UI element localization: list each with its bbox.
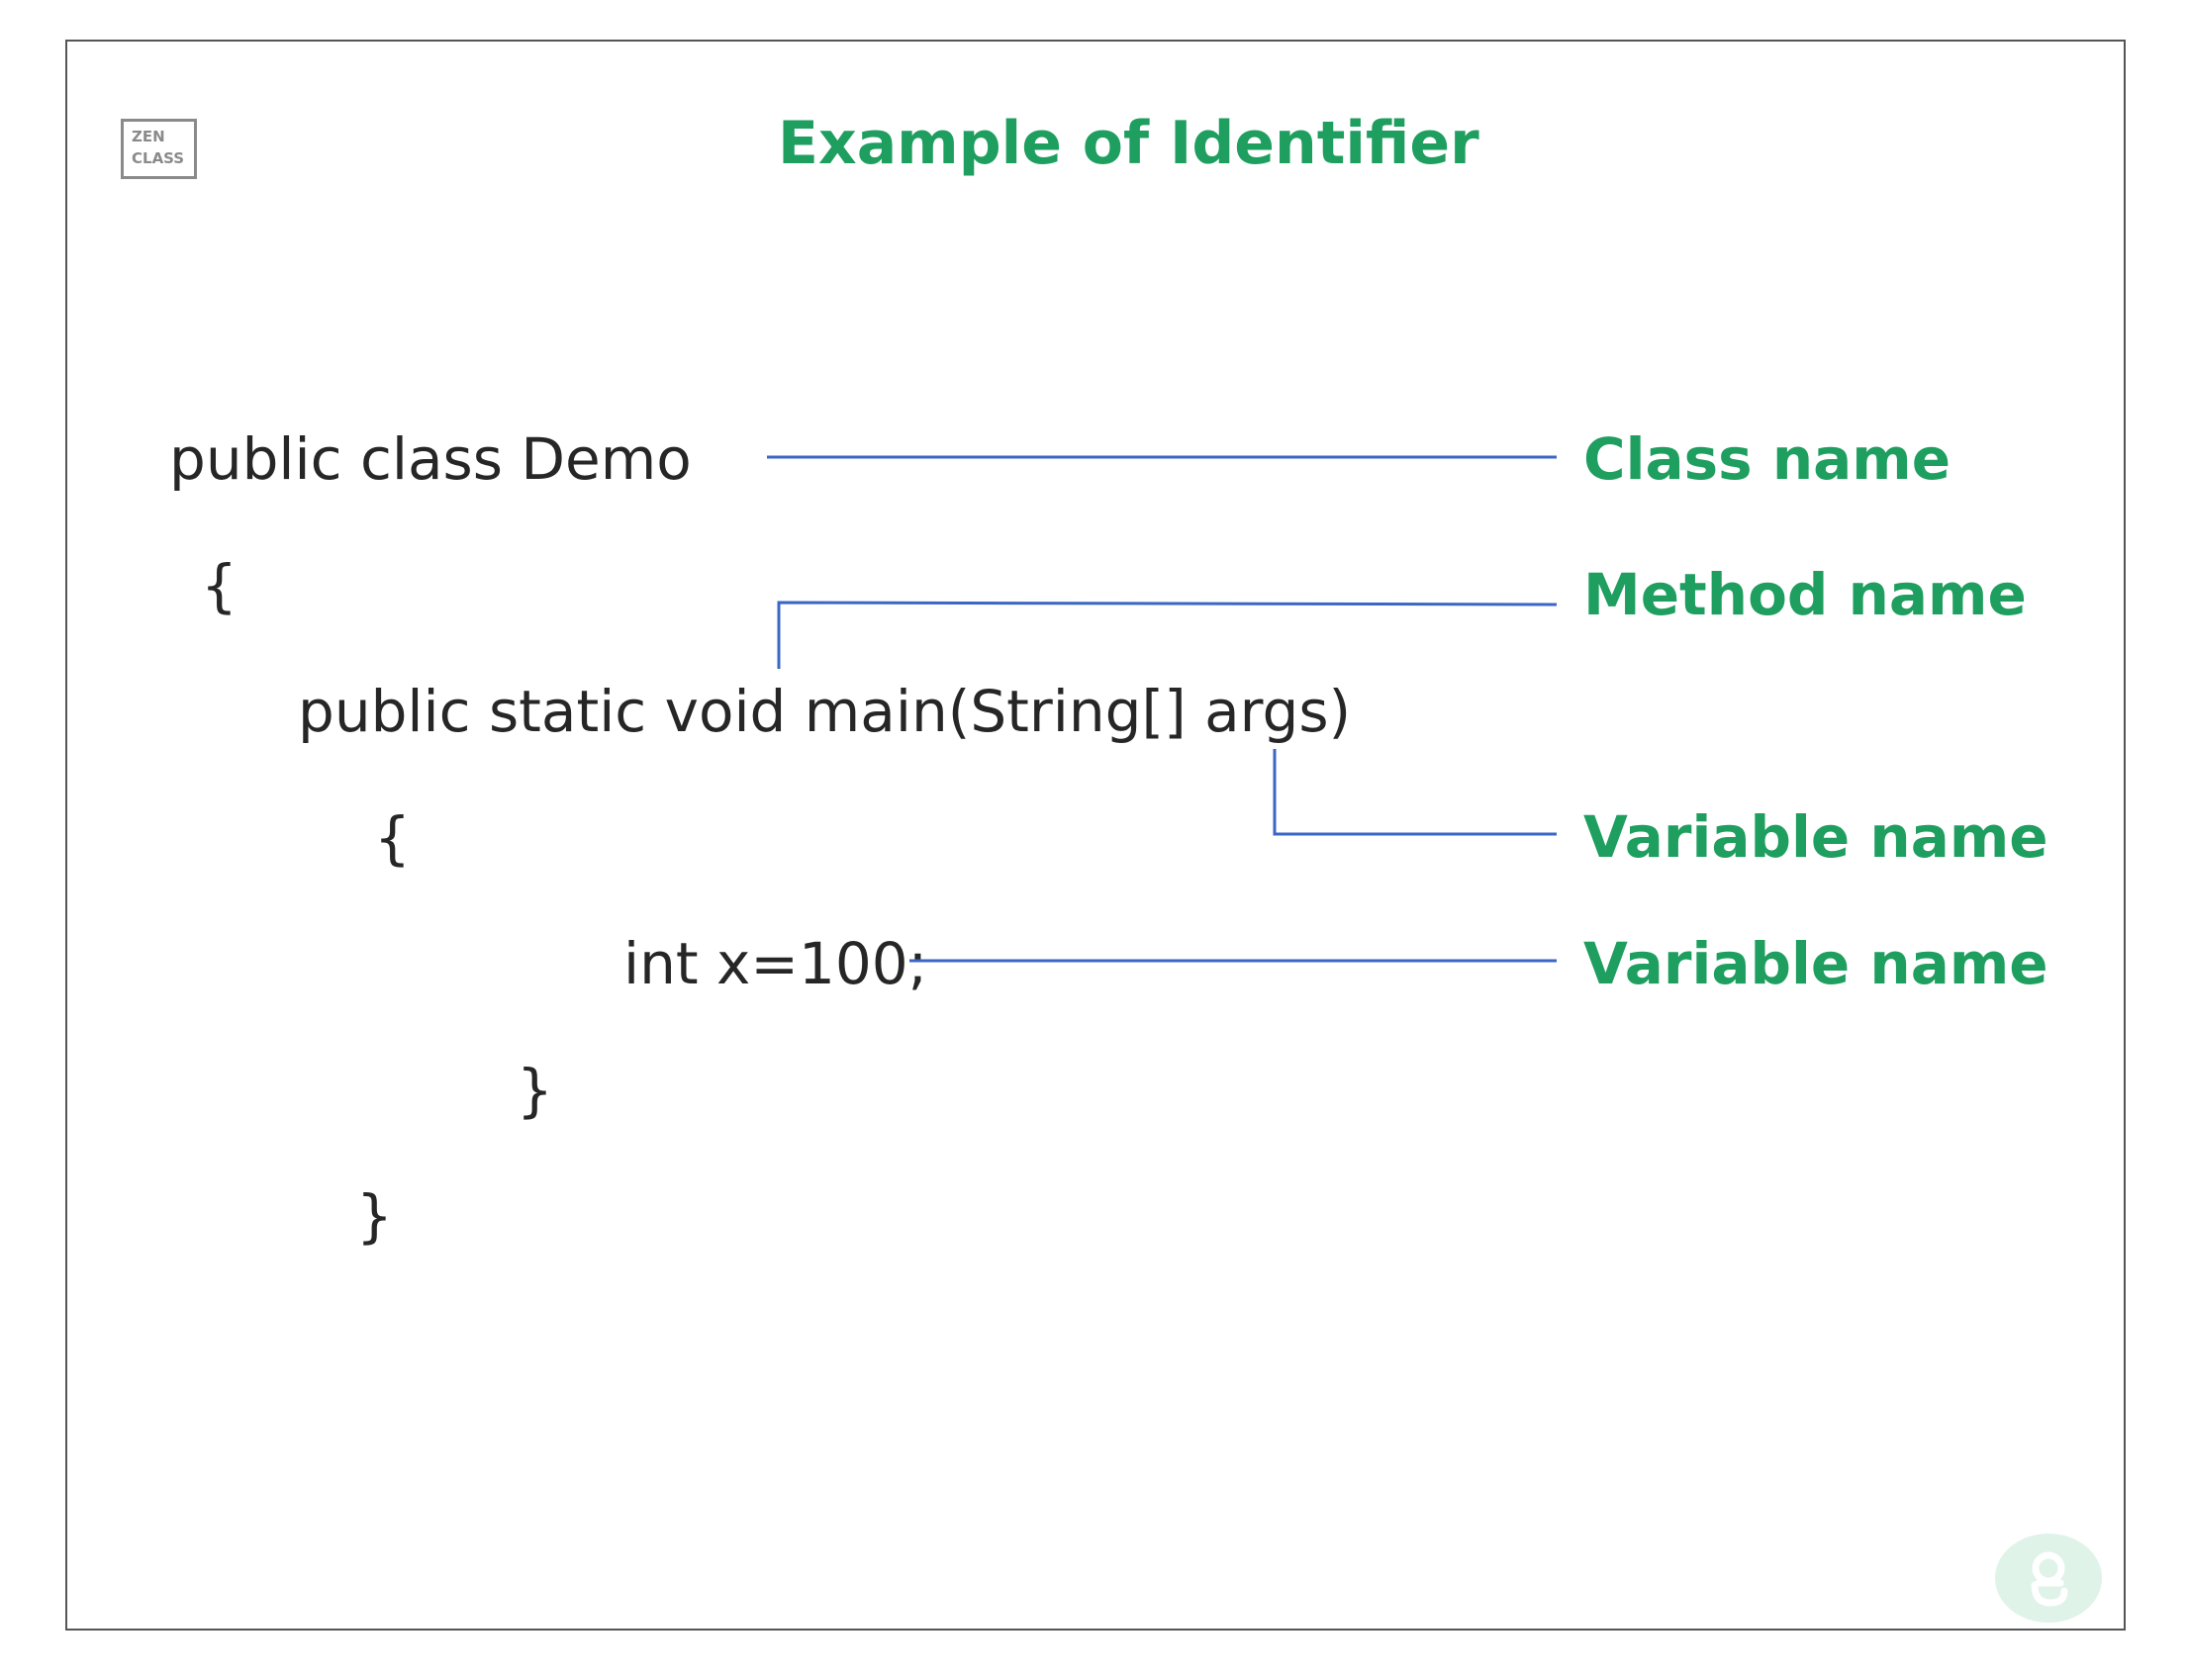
brand-badge-icon xyxy=(1995,1534,2102,1623)
code-line-variable-declaration: int x=100; xyxy=(623,930,928,997)
logo-line-2: CLASS xyxy=(132,149,185,167)
zen-class-logo: ZEN CLASS xyxy=(121,119,197,179)
code-line-close-brace-class: } xyxy=(356,1182,393,1250)
label-variable-name-args: Variable name xyxy=(1583,803,2048,871)
code-line-close-brace-method: } xyxy=(517,1057,553,1124)
slide-frame xyxy=(65,40,2126,1631)
label-class-name: Class name xyxy=(1583,425,1951,493)
label-method-name: Method name xyxy=(1583,561,2027,628)
connector-method-name xyxy=(777,601,1558,669)
brand-badge-glyph xyxy=(2031,1551,2068,1607)
label-variable-name-x: Variable name xyxy=(1583,930,2048,997)
code-line-open-brace-class: { xyxy=(201,552,238,619)
code-line-class-declaration: public class Demo xyxy=(169,425,692,493)
slide-title-text: Example of Identifier xyxy=(778,109,1479,178)
code-line-main-method: public static void main(String[] args) xyxy=(298,678,1352,745)
code-line-open-brace-method: { xyxy=(374,804,411,872)
logo-line-1: ZEN xyxy=(132,128,165,145)
connector-variable-args xyxy=(1273,749,1557,836)
